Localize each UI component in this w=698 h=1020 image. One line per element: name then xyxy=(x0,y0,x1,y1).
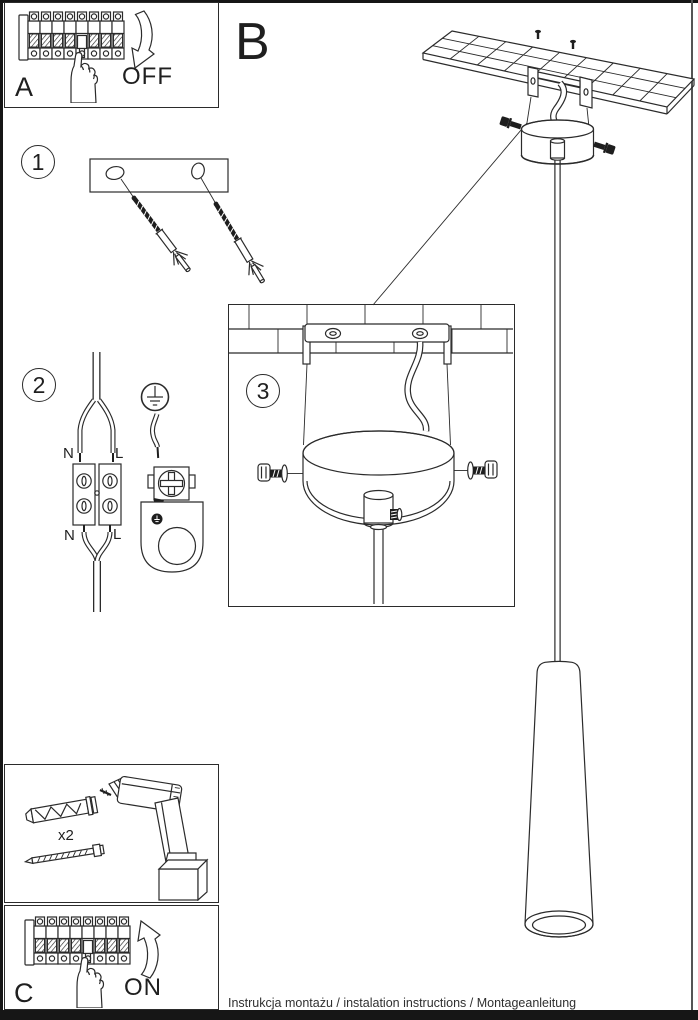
step-3-badge: 3 xyxy=(246,374,280,408)
canopy-screw-icon xyxy=(257,463,303,483)
mounting-bracket xyxy=(302,323,452,365)
cord-grip xyxy=(549,138,566,161)
circuit-breaker-on-illustration xyxy=(24,916,131,1008)
panel-b-label: B xyxy=(235,13,270,71)
panel-a-box xyxy=(4,2,219,108)
step-1-badge: 1 xyxy=(21,145,55,179)
page-edge-left xyxy=(0,0,3,1020)
step-3-number: 3 xyxy=(256,377,270,404)
pendant-lamp-overview-illustration xyxy=(372,29,696,938)
step-2-badge: 2 xyxy=(22,368,56,402)
earth-ground-icon xyxy=(140,382,170,412)
panel-c-box xyxy=(4,905,219,1010)
lamp-cable xyxy=(81,525,113,614)
caption-line-1: Instrukcja montażu / instalation instruc… xyxy=(228,996,577,1010)
drill-icon xyxy=(99,775,209,901)
caption: Instrukcja montażu / instalation instruc… xyxy=(228,962,576,1020)
tools-box xyxy=(4,764,219,903)
step-2-number: 2 xyxy=(32,371,46,398)
pendant-cable xyxy=(373,529,384,604)
arrow-up-on-icon xyxy=(137,919,161,979)
arrow-down-off-icon xyxy=(131,10,155,70)
cone-lamp-shade xyxy=(524,660,594,938)
page-edge-bottom xyxy=(0,1010,698,1020)
tools-illustration xyxy=(23,775,209,901)
wall-plug-icon xyxy=(25,795,99,824)
on-label: ON xyxy=(124,974,162,1001)
neutral-label-bottom: N xyxy=(64,527,75,544)
screw-with-wall-anchor-icon xyxy=(213,201,266,284)
canopy-side-screw-icon xyxy=(499,116,616,155)
ground-wire xyxy=(150,413,160,459)
ground-terminal-clamp xyxy=(140,466,204,573)
canopy-mounting-illustration xyxy=(229,305,513,604)
screw-with-wall-anchor-icon xyxy=(131,195,191,273)
breaker-panel-icon xyxy=(24,916,131,966)
live-label-top: L xyxy=(115,445,124,462)
step-1-number: 1 xyxy=(31,148,45,175)
hand-pressing-switch-icon xyxy=(70,51,99,103)
cord-grip xyxy=(363,489,403,531)
leader-line xyxy=(372,122,528,306)
panel-c-label: C xyxy=(14,978,34,1008)
canopy xyxy=(302,430,455,526)
neutral-label-top: N xyxy=(63,445,74,462)
canopy-screw-icon xyxy=(454,460,498,480)
circuit-breaker-off-illustration xyxy=(18,11,125,103)
step-3-box xyxy=(228,304,515,607)
slab-screw-icon xyxy=(535,29,576,49)
breaker-panel-icon xyxy=(18,11,125,61)
mounting-plate xyxy=(89,158,229,193)
pendant-rod xyxy=(554,160,561,665)
anchor-quantity-label: x2 xyxy=(58,827,74,844)
screw-icon xyxy=(23,843,105,865)
hand-pressing-switch-icon xyxy=(76,956,105,1008)
off-label: OFF xyxy=(122,63,173,90)
panel-a-label: A xyxy=(15,72,34,102)
mounting-plate-illustration xyxy=(89,158,266,284)
terminal-block xyxy=(72,463,122,526)
page-edge-right xyxy=(691,0,693,1020)
live-label-bottom: L xyxy=(113,526,122,543)
ceiling-bracket xyxy=(527,66,593,109)
supply-cable xyxy=(77,350,116,462)
page-edge-top xyxy=(0,0,698,3)
wiring-illustration xyxy=(72,350,204,614)
